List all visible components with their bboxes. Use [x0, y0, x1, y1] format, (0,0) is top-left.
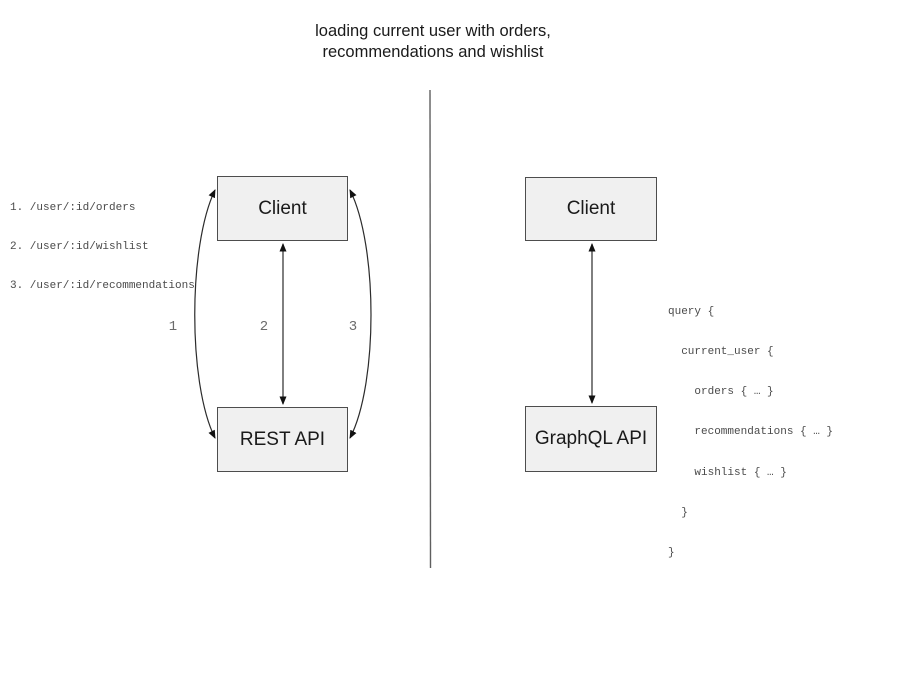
query-line: current_user { [668, 346, 774, 359]
rest-endpoint-recommendations: 3. /user/:id/recommendations [10, 280, 195, 292]
rest-client-node: Client [217, 176, 348, 241]
rest-client-label: Client [258, 197, 307, 219]
query-line: } [668, 506, 688, 519]
diagram-title: loading current user with orders, recomm… [0, 21, 866, 63]
query-line: wishlist { … } [668, 466, 787, 479]
arrow-label-1: 1 [168, 319, 178, 335]
diagram-title-line2: recommendations and wishlist [322, 43, 544, 61]
query-line: recommendations { … } [668, 426, 834, 439]
rest-api-label: REST API [239, 428, 326, 450]
rest-endpoint-orders: 1. /user/:id/orders [10, 202, 136, 214]
graphql-client-node: Client [525, 177, 657, 241]
arrow-label-3: 3 [348, 319, 358, 335]
query-line: query { [668, 305, 715, 318]
query-line: orders { … } [668, 386, 774, 399]
graphql-query-block: query { current_user { orders { … } reco… [668, 279, 833, 587]
query-line: } [668, 547, 675, 560]
graphql-api-label: GraphQL API [534, 428, 648, 449]
rest-arrow-recommendations [349, 189, 372, 439]
rest-endpoint-list: 1. /user/:id/orders 2. /user/:id/wishlis… [10, 176, 195, 319]
graphql-client-label: Client [566, 198, 616, 219]
rest-endpoint-wishlist: 2. /user/:id/wishlist [10, 241, 149, 253]
rest-api-node: REST API [217, 407, 348, 472]
diagram-title-line1: loading current user with orders, [315, 22, 551, 40]
panel-divider [429, 89, 432, 569]
rest-arrow-orders [194, 189, 216, 439]
graphql-api-node: GraphQL API [525, 406, 657, 472]
arrow-label-2: 2 [259, 319, 269, 335]
